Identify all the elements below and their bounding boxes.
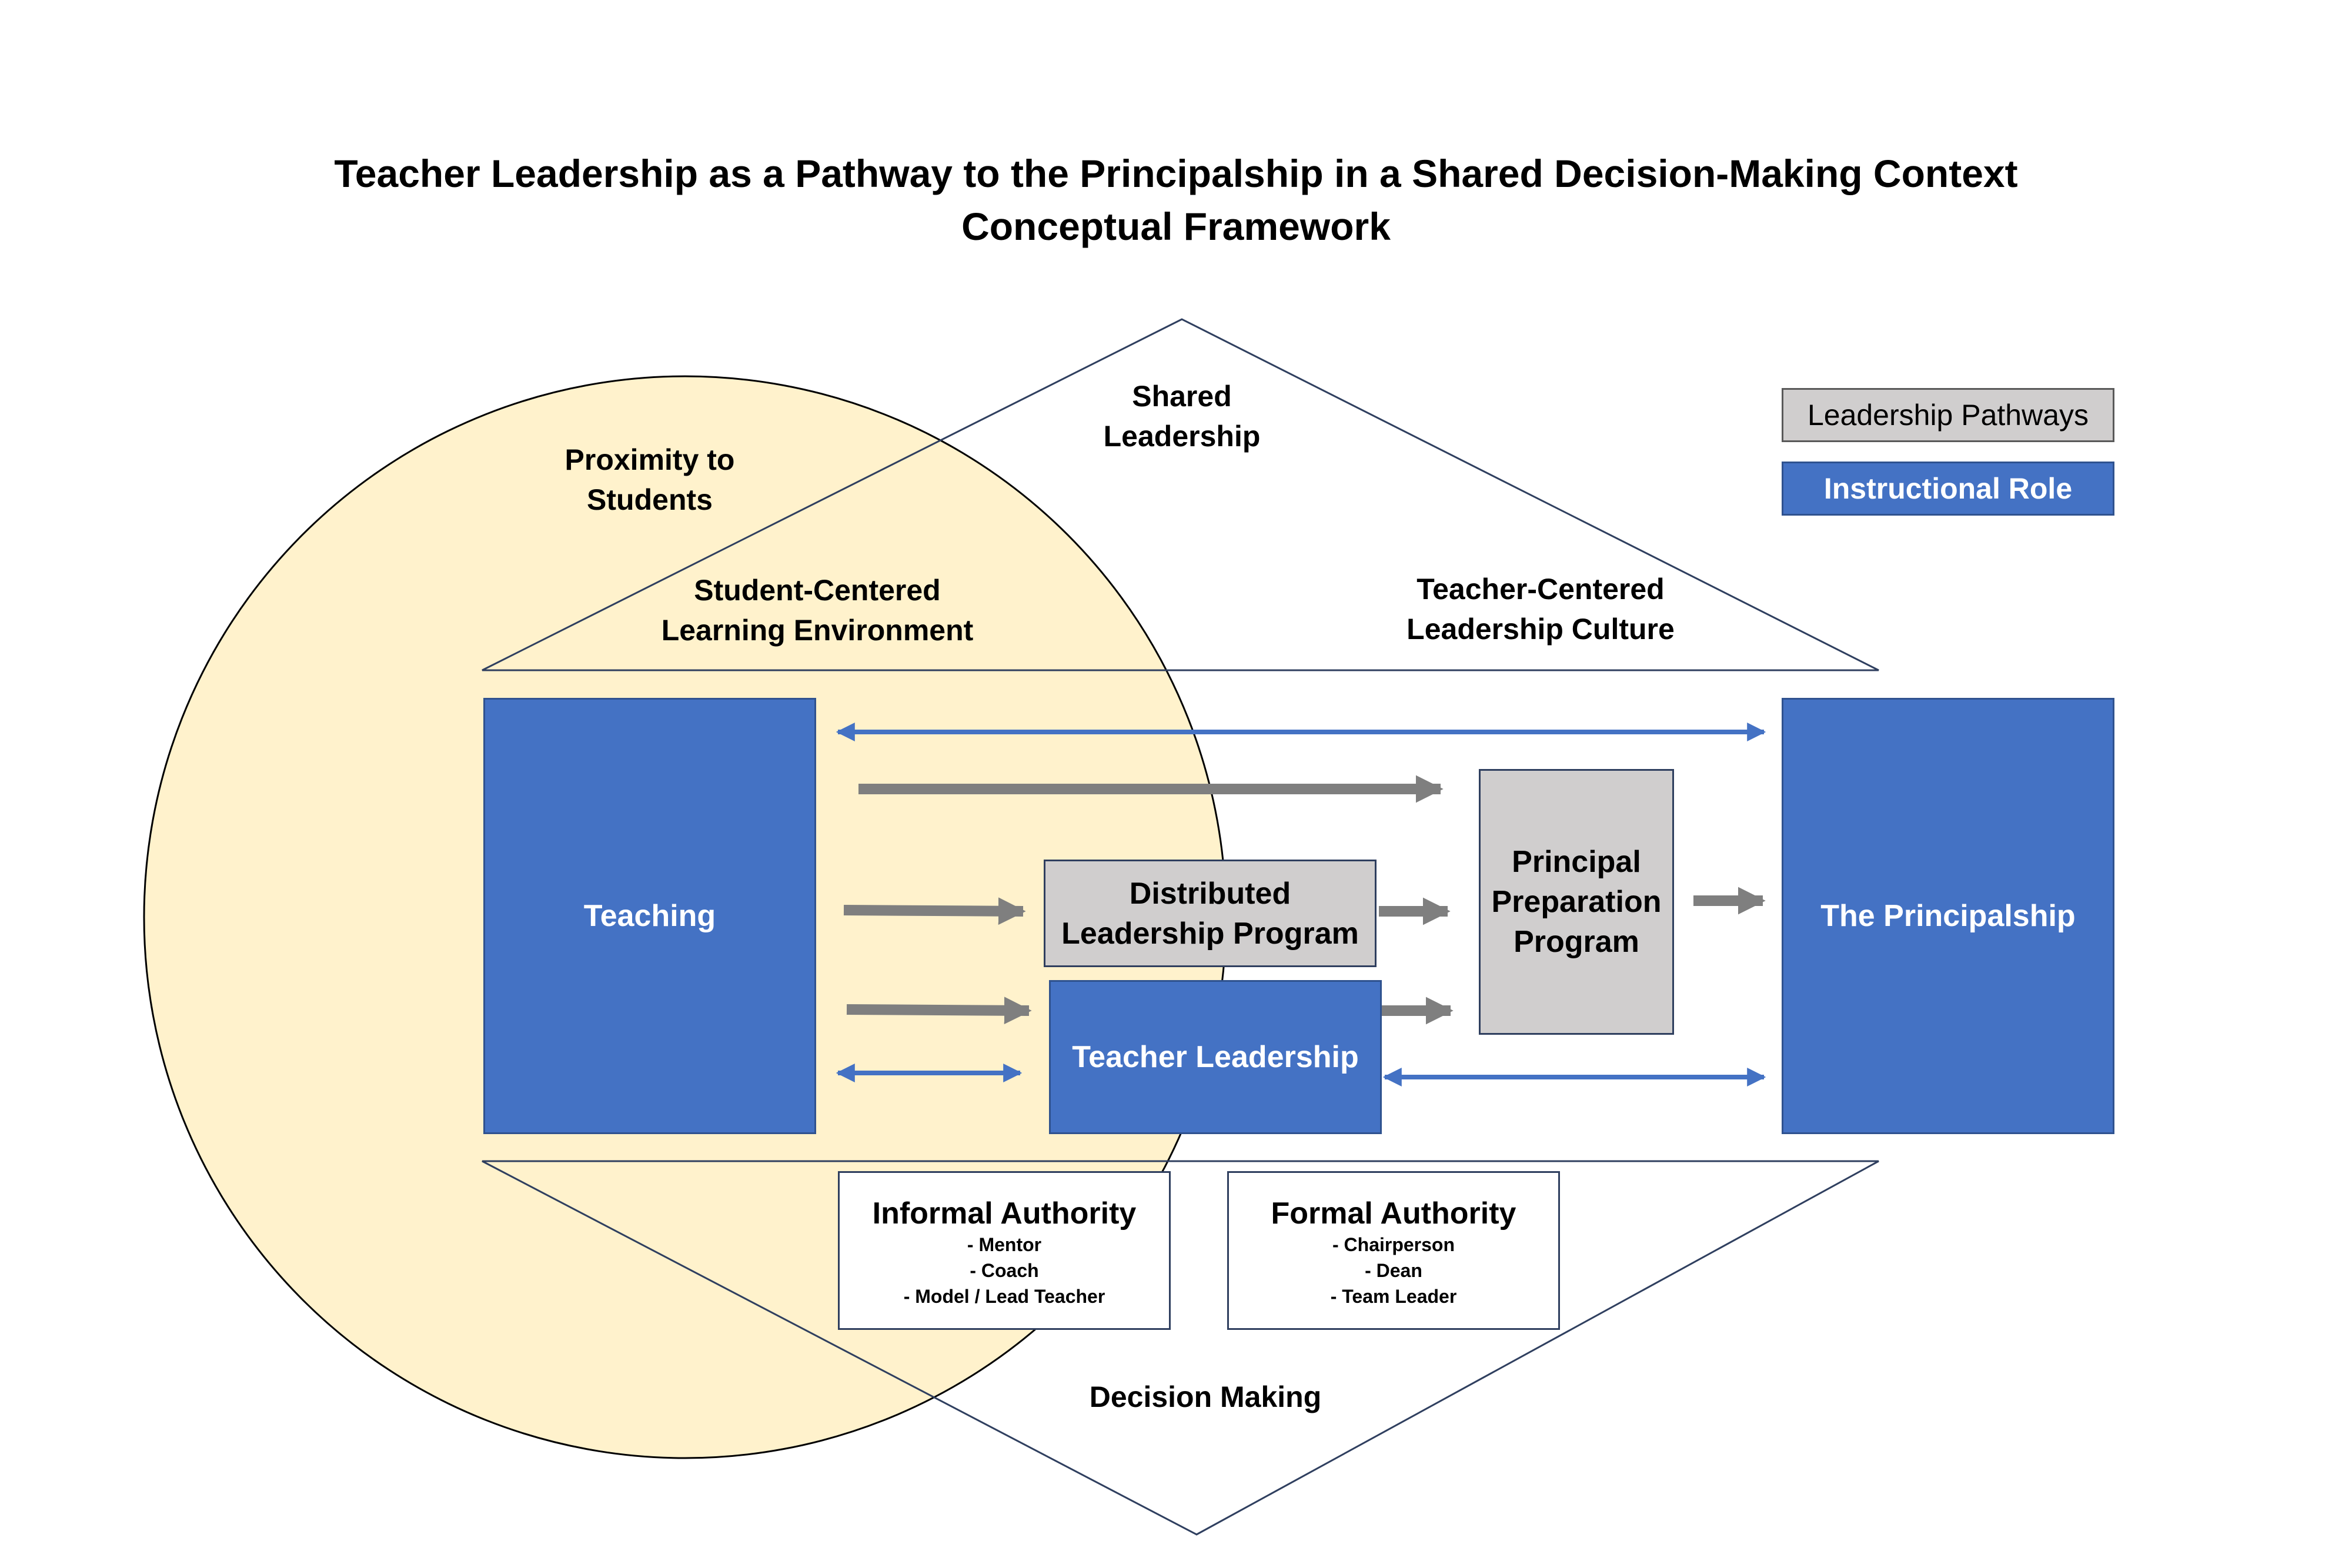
- informal-item-mentor: - Mentor: [967, 1234, 1042, 1255]
- decision-making-triangle: [482, 1160, 1879, 1536]
- teacher-centered-line-1: Teacher-Centered: [1416, 573, 1665, 606]
- principalship-box: The Principalship: [1782, 698, 2114, 1134]
- student-centered-line-1: Student-Centered: [694, 574, 941, 607]
- legend-instructional-label: Instructional Role: [1823, 472, 2073, 505]
- principalship-label: The Principalship: [1820, 899, 2076, 933]
- distributed-leadership-box: Distributed Leadership Program: [1044, 860, 1377, 967]
- student-centered-line-2: Learning Environment: [661, 614, 974, 647]
- informal-authority-box: Informal Authority - Mentor - Coach - Mo…: [838, 1171, 1171, 1330]
- arrow-teaching-to-distributed: [843, 897, 1026, 925]
- principal-prep-line-1: Principal: [1512, 845, 1641, 879]
- shared-leadership-line-1: Shared: [1132, 380, 1232, 413]
- diagram-title: Teacher Leadership as a Pathway to the P…: [0, 147, 2352, 253]
- principal-prep-line-3: Program: [1514, 925, 1639, 959]
- teaching-box: Teaching: [483, 698, 816, 1134]
- title-line-1: Teacher Leadership as a Pathway to the P…: [334, 152, 2018, 195]
- formal-item-team-leader: - Team Leader: [1330, 1286, 1457, 1307]
- proximity-line-2: Students: [587, 483, 713, 516]
- teaching-label: Teaching: [583, 899, 716, 933]
- informal-item-coach: - Coach: [970, 1260, 1039, 1281]
- shared-leadership-line-2: Leadership: [1103, 420, 1261, 453]
- shared-leadership-label: Shared Leadership: [1064, 376, 1299, 456]
- informal-authority-heading: Informal Authority: [872, 1196, 1137, 1231]
- decision-making-label: Decision Making: [1089, 1380, 1322, 1413]
- teacher-leadership-box: Teacher Leadership: [1049, 980, 1382, 1134]
- legend-pathways-label: Leadership Pathways: [1807, 399, 2089, 432]
- teacher-centered-label: Teacher-Centered Leadership Culture: [1358, 569, 1723, 649]
- student-centered-label: Student-Centered Learning Environment: [635, 570, 1000, 650]
- formal-authority-box: Formal Authority - Chairperson - Dean - …: [1227, 1171, 1560, 1330]
- principal-prep-line-2: Preparation: [1491, 885, 1662, 919]
- formal-item-chairperson: - Chairperson: [1332, 1234, 1455, 1255]
- informal-item-model-lead: - Model / Lead Teacher: [903, 1286, 1105, 1307]
- legend-instructional-role: Instructional Role: [1782, 462, 2114, 516]
- teacher-leadership-label: Teacher Leadership: [1072, 1040, 1359, 1074]
- proximity-label: Proximity to Students: [529, 440, 770, 520]
- shared-leadership-triangle: [482, 318, 1879, 671]
- formal-authority-heading: Formal Authority: [1271, 1196, 1516, 1231]
- principal-preparation-box: Principal Preparation Program: [1479, 769, 1674, 1035]
- proximity-line-1: Proximity to: [564, 443, 735, 476]
- formal-item-dean: - Dean: [1365, 1260, 1422, 1281]
- teacher-centered-line-2: Leadership Culture: [1406, 613, 1675, 646]
- title-line-2: Conceptual Framework: [961, 205, 1391, 248]
- distributed-line-2: Leadership Program: [1061, 916, 1359, 951]
- distributed-line-1: Distributed: [1129, 876, 1291, 911]
- legend-leadership-pathways: Leadership Pathways: [1782, 388, 2114, 442]
- arrow-teaching-to-teacher-leadership: [846, 997, 1032, 1025]
